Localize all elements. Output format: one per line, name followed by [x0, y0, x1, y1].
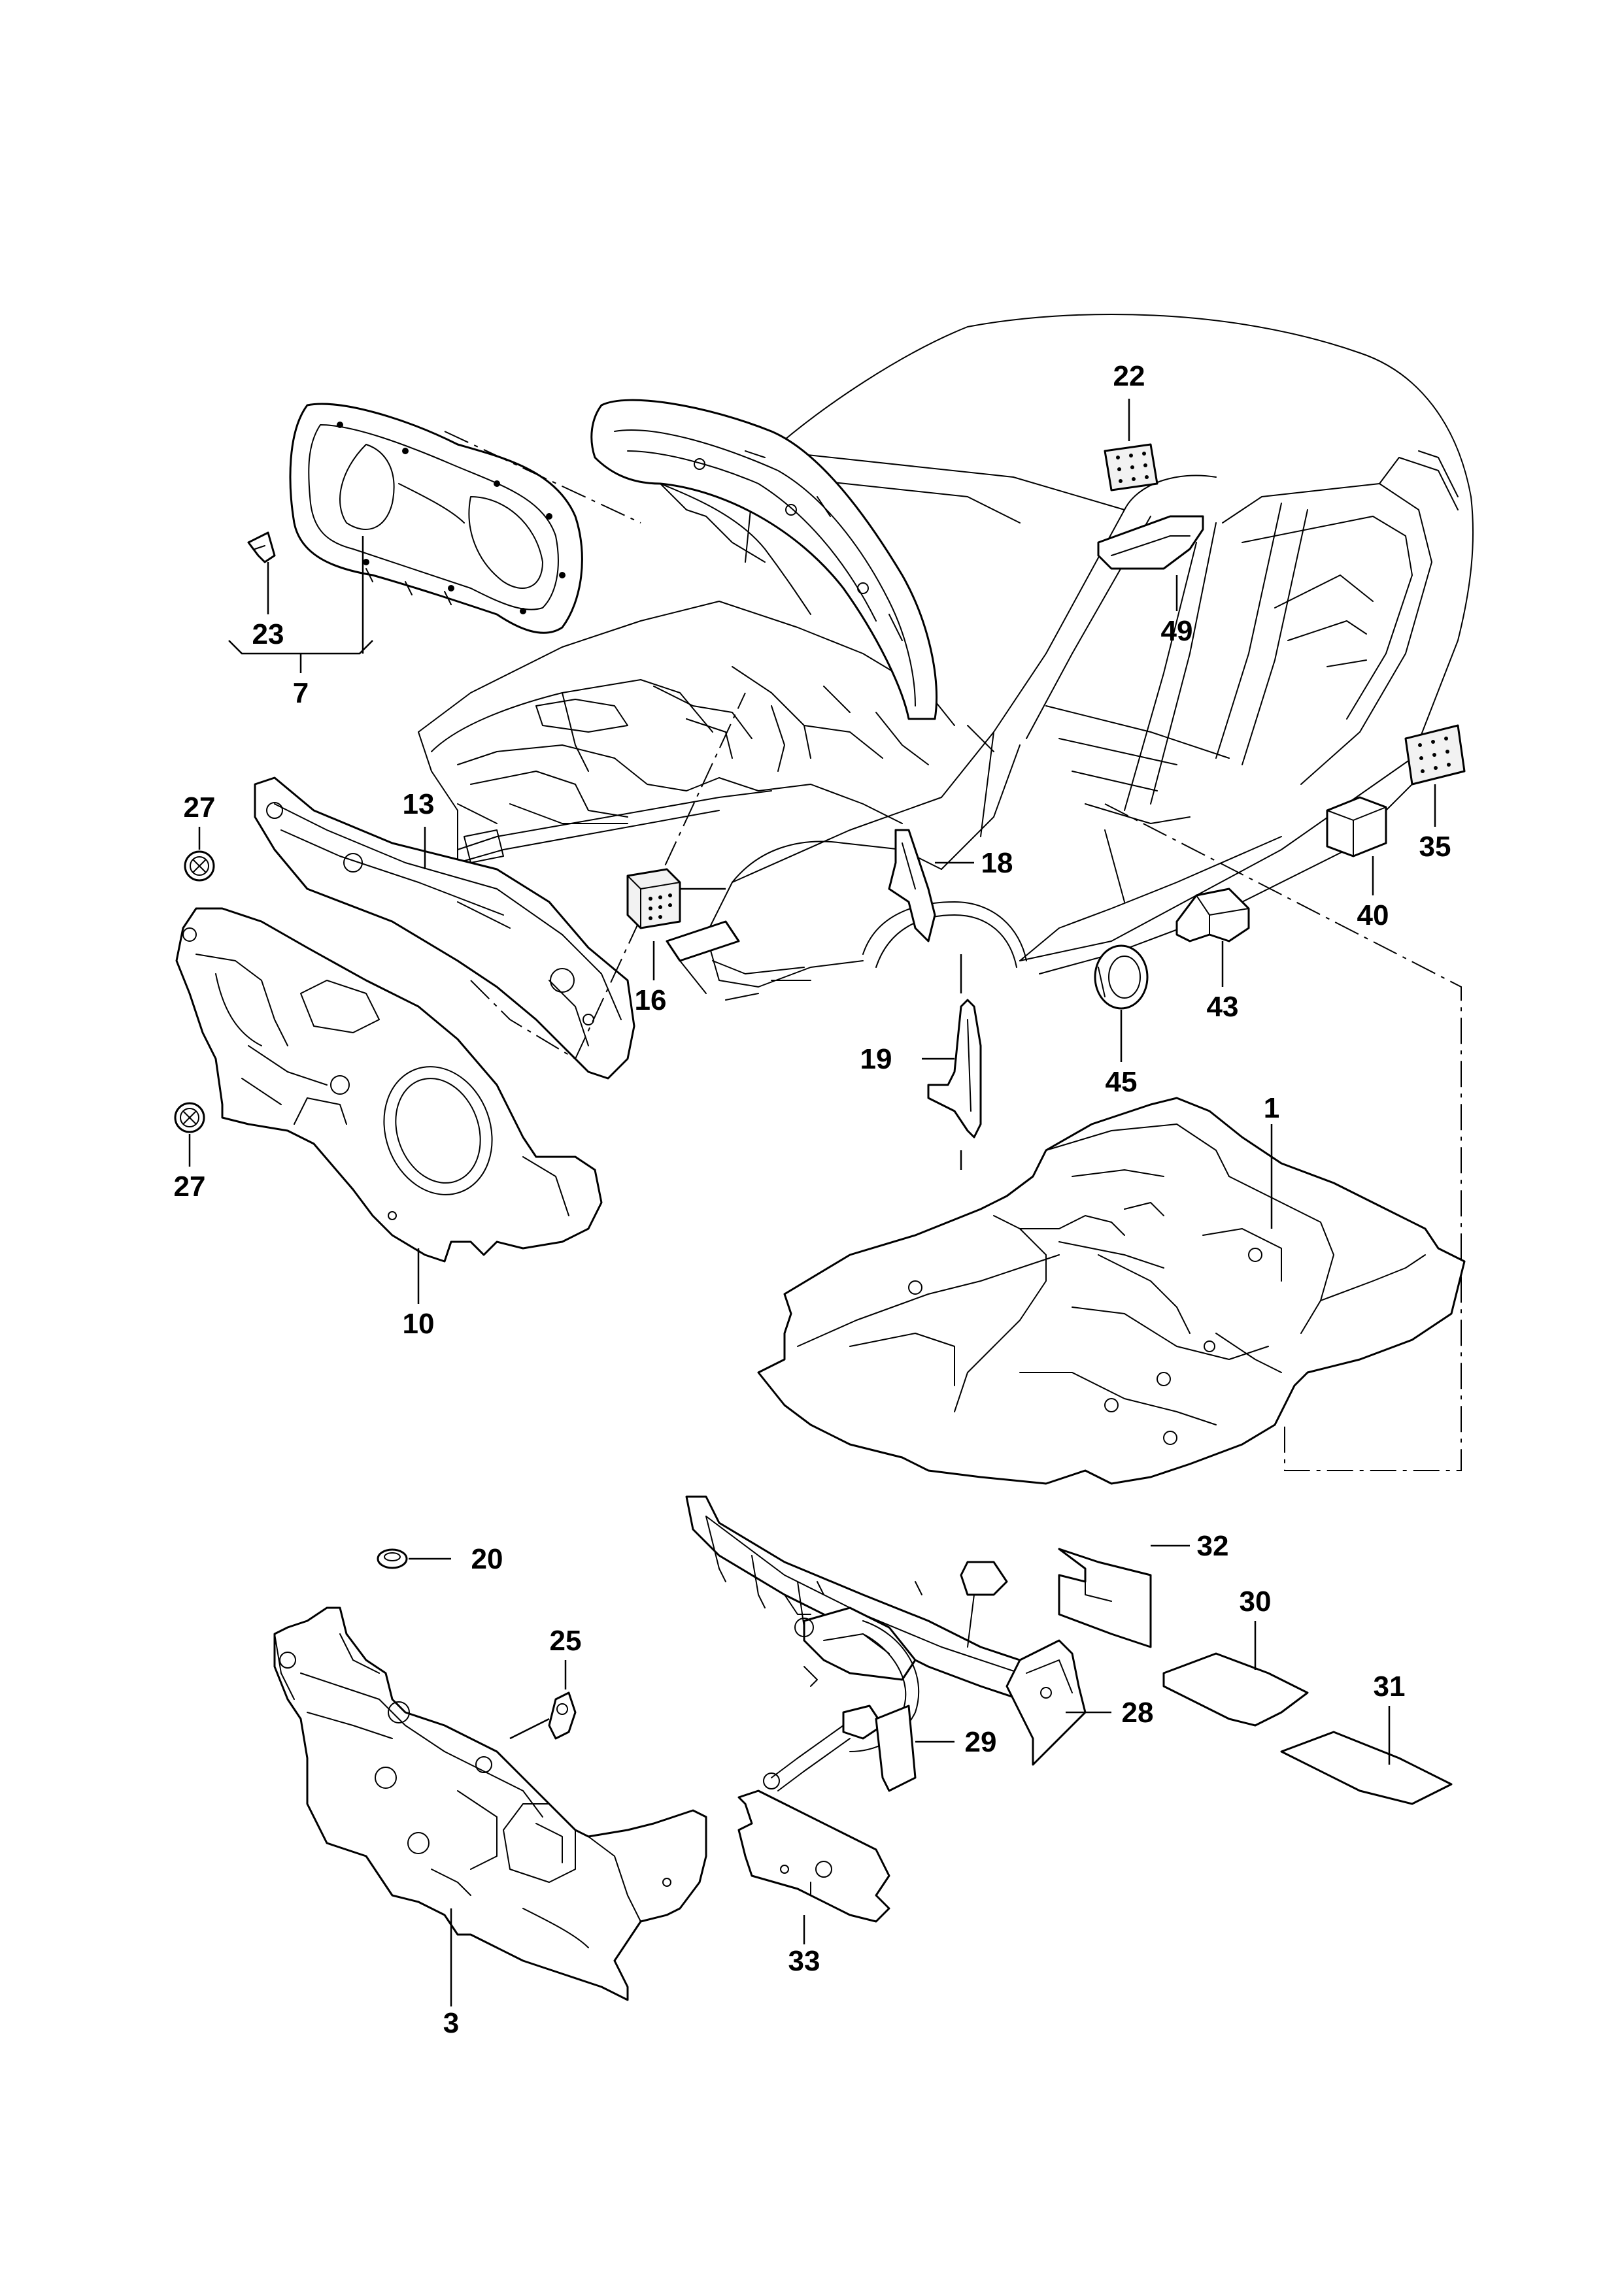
- pad-part-30: [1162, 1652, 1309, 1727]
- dashed-leader: [470, 692, 746, 1060]
- pad-part-29: [875, 1705, 917, 1792]
- pad-part-31: [1280, 1731, 1453, 1805]
- callout-16: 16: [635, 984, 667, 1016]
- plug-part-20: [377, 1548, 408, 1569]
- callout-25: 25: [550, 1625, 582, 1657]
- callout-32: 32: [1197, 1530, 1229, 1562]
- hood-clip-part-23: [247, 531, 276, 563]
- callout-29: 29: [965, 1726, 997, 1758]
- callout-30: 30: [1240, 1586, 1272, 1618]
- hood-panel: [590, 399, 938, 720]
- callout-40: 40: [1357, 899, 1389, 931]
- grommet-part-45: [1094, 944, 1149, 1010]
- block-part-40: [1326, 796, 1387, 857]
- callout-49: 49: [1161, 615, 1193, 647]
- callout-7: 7: [293, 677, 309, 709]
- pad-part-33: [737, 1789, 890, 1923]
- callout-31: 31: [1374, 1671, 1406, 1703]
- callout-1: 1: [1264, 1092, 1279, 1124]
- interior-dash-insulation-part-3: [273, 1606, 707, 2001]
- callout-22: 22: [1113, 360, 1145, 392]
- callout-19: 19: [860, 1043, 892, 1075]
- callout-23: 23: [252, 618, 284, 650]
- bracket-part-43: [1175, 888, 1250, 942]
- clip-part-25: [548, 1691, 577, 1740]
- pad-part-49: [1097, 515, 1204, 570]
- callout-20: 20: [471, 1543, 503, 1575]
- callout-33: 33: [788, 1945, 820, 1977]
- trim-piece-part-19: [927, 999, 982, 1139]
- callout-3: 3: [443, 2007, 459, 2039]
- dashed-leader: [444, 431, 641, 524]
- group-bracket: [228, 640, 373, 655]
- callout-27-top: 27: [184, 791, 216, 824]
- floor-carpet-part-1: [757, 1097, 1466, 1485]
- car-body-outline: [418, 313, 1474, 1001]
- pad-part-35: [1404, 724, 1466, 786]
- callout-43: 43: [1207, 991, 1239, 1023]
- dashed-outline: [1104, 803, 1462, 1471]
- callout-10: 10: [403, 1308, 435, 1340]
- cowl-panel-part-13: [254, 776, 635, 1080]
- callout-35: 35: [1419, 831, 1451, 863]
- grommet-part-27-bottom: [174, 1102, 205, 1133]
- callout-27-bottom: 27: [174, 1171, 206, 1203]
- pad-part-22: [1104, 443, 1158, 491]
- firewall-insulation-part-10: [175, 907, 603, 1263]
- callout-13: 13: [403, 788, 435, 820]
- hood-insulation-part-7: [289, 403, 583, 634]
- trim-piece-part-18: [888, 829, 936, 942]
- grommet-part-27-top: [184, 850, 215, 882]
- cross-member-assembly: [685, 1495, 1087, 1791]
- callout-45: 45: [1106, 1066, 1138, 1098]
- callout-28: 28: [1122, 1697, 1154, 1729]
- pad-part-32: [1058, 1548, 1152, 1648]
- callout-18: 18: [981, 847, 1013, 879]
- insulation-block-part-16: [626, 868, 681, 929]
